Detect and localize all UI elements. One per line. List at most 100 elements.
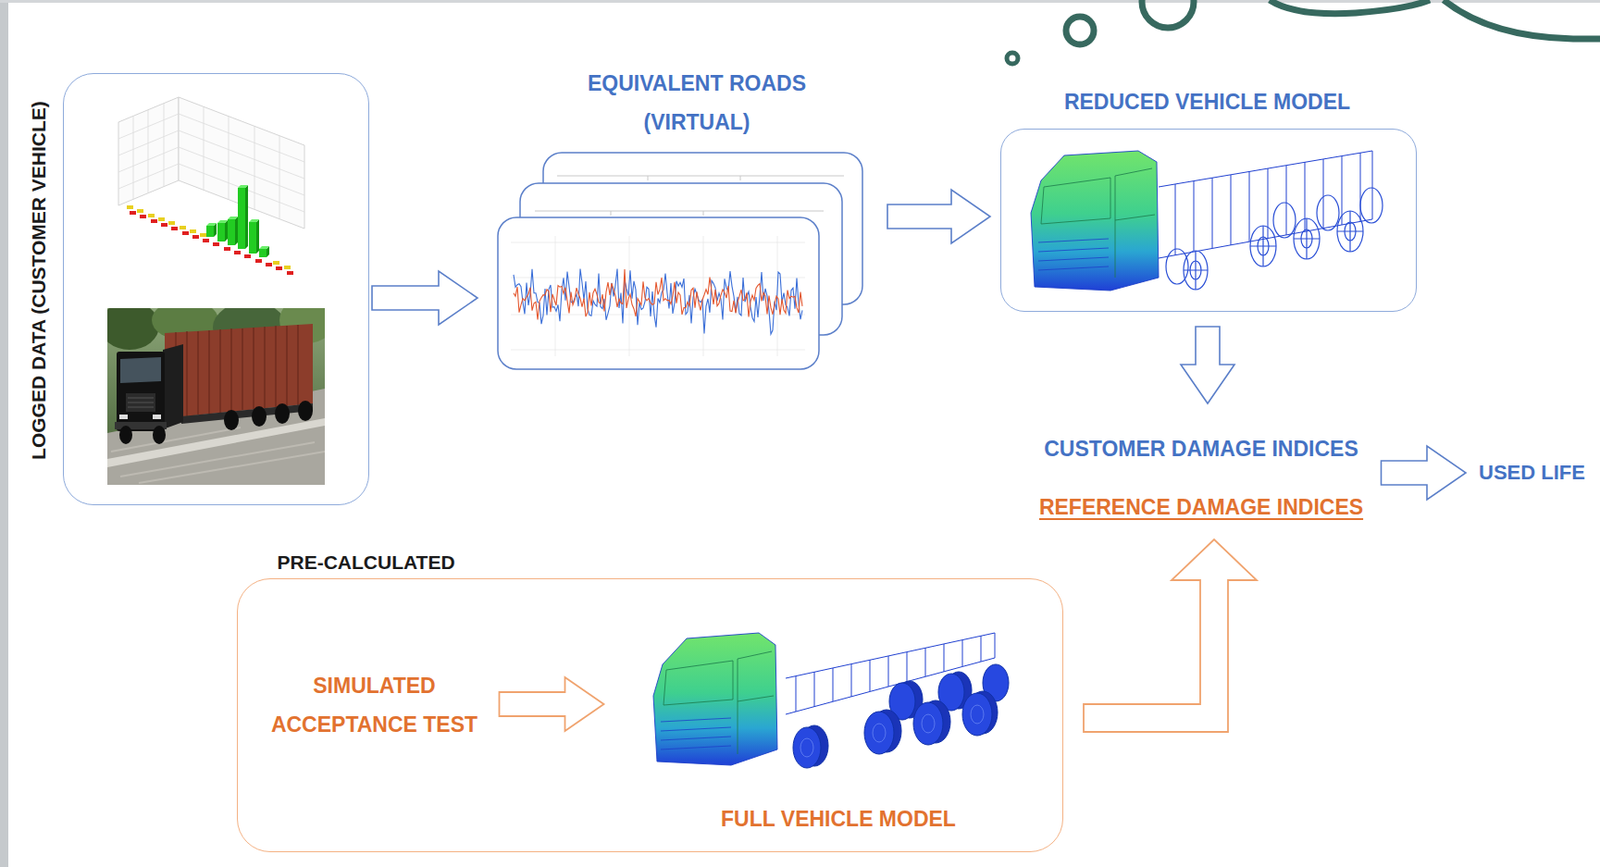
histogram-3d [118,113,179,189]
histogram-3d [217,220,228,224]
damage-indices: CUSTOMER DAMAGE INDICESREFERENCE DAMAGE … [1038,434,1365,521]
full-truck-model [737,651,774,755]
input-panel: LOGGED DATA (CUSTOMER VEHICLE) [62,73,370,506]
histogram-3d [248,222,257,254]
section-title: LOGGED DATA (CUSTOMER VEHICLE) [24,62,53,498]
full-truck-model [793,727,821,769]
result-label: CUSTOMER DAMAGE INDICES [1038,434,1365,463]
reduced-truck-model [1115,168,1155,278]
histogram-3d [206,223,217,226]
truck-photo [116,351,165,432]
screen-frame [0,0,1600,3]
truck-photo [119,425,133,445]
histogram-3d [212,242,220,247]
road-signal-cards [610,210,704,216]
road-signal-cards [534,210,824,212]
truck-photo [274,403,290,424]
histogram-3d [129,210,137,215]
full-truck-model [660,718,732,750]
process-text: SIMULATED ACCEPTANCE TEST [263,666,486,745]
histogram-3d [168,221,175,225]
histogram-3d [161,223,168,227]
full-truck-model [970,705,984,724]
reduced-truck-model [1030,150,1383,291]
histogram-3d [235,216,238,246]
road-signal-cards [513,269,803,321]
histogram-3d [206,187,267,258]
histogram-3d [126,205,291,270]
truck-photo [125,393,156,412]
truck-photo [107,308,325,485]
reduced-truck-model [1038,238,1109,271]
truck-photo [120,357,162,384]
road-signal-cards [647,175,741,181]
full-truck-model [800,738,814,757]
reduced-truck-model [1041,168,1155,278]
reduced-truck-model [1183,210,1364,290]
full-truck-model [653,632,1009,769]
truck-photo [107,308,160,350]
truck-photo [181,403,313,424]
block-arrow [887,189,991,244]
reduced-truck-model [1158,150,1373,259]
truck-photo [111,427,325,484]
histogram-3d [223,247,231,251]
full-truck-model [800,705,984,757]
road-signal-cards [497,152,863,370]
histogram-3d [248,219,260,223]
histogram-3d [286,271,294,275]
histogram-3d [217,223,225,242]
truck-photo [223,409,239,431]
histogram-3d [237,187,246,249]
histogram-3d [227,219,236,246]
histogram-3d [272,260,280,265]
model-box: REDUCED VEHICLE MODEL [1000,128,1417,312]
histogram-3d [192,235,199,239]
virtual-road-stack: EQUIVALENT ROADS (VIRTUAL) [497,152,863,370]
reduced-truck-model [1030,150,1159,291]
screen-frame [0,0,9,867]
histogram-3d [237,185,249,188]
histogram-3d [265,262,273,267]
full-truck-model [913,702,943,745]
block-arrow [372,271,478,325]
stack-title: EQUIVALENT ROADS (VIRTUAL) [562,63,832,142]
histogram-3d [133,103,164,200]
road-signal-cards [510,235,806,357]
histogram-3d [150,219,158,224]
histogram-3d [118,97,305,275]
truck-photo [162,344,184,430]
histogram-3d [118,97,305,229]
histogram-3d [275,266,283,271]
truck-photo [127,397,154,408]
road-signal-cards [497,217,819,370]
full-truck-model [793,664,1009,769]
histogram-3d [139,214,147,219]
histogram-3d [234,250,241,255]
histogram-3d [202,238,210,243]
thought-bubbles [1141,0,1194,28]
reduced-truck-model [1041,177,1111,224]
histogram-3d [244,254,251,259]
histogram-3d [227,216,238,220]
reduced-truck-model [1316,195,1340,231]
thought-bubbles [1443,0,1600,39]
histogram-3d [256,219,260,254]
histogram-3d [182,231,189,236]
reduced-truck-model [1158,150,1373,259]
block-arrow [1180,326,1235,404]
histogram-3d [259,248,267,258]
histogram-3d [118,103,305,220]
thought-bubbles [1006,0,1600,64]
full-truck-model [663,660,733,706]
reduced-truck-model [1175,150,1373,256]
histogram-3d [213,185,270,258]
full-truck-model [660,718,732,750]
histogram-3d [284,265,291,270]
truck-photo [152,425,166,445]
histogram-3d [171,226,178,231]
